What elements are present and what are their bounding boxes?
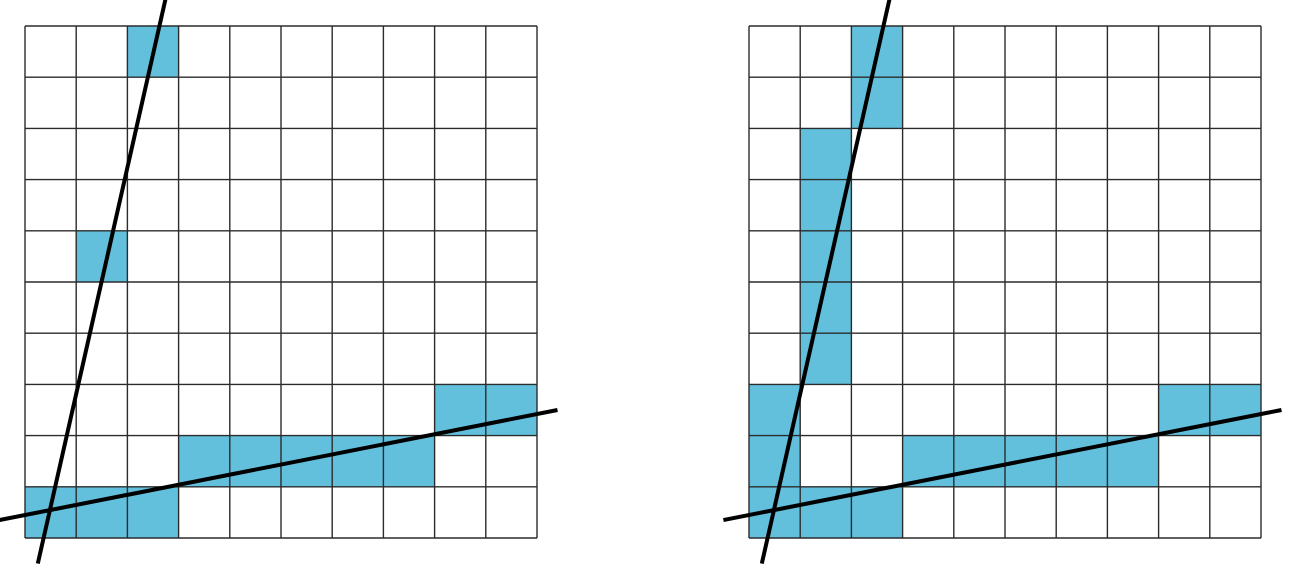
left-grid-panel (0, 0, 558, 565)
filled-cell (229, 435, 281, 487)
shallow-line (723, 408, 1282, 523)
filled-cell (332, 435, 384, 487)
filled-cell (1209, 384, 1261, 436)
filled-cell (953, 435, 1005, 487)
filled-cell (851, 77, 903, 129)
shallow-line (0, 408, 558, 523)
filled-cell (485, 384, 537, 436)
filled-cell (749, 435, 801, 487)
filled-cell (851, 486, 903, 538)
filled-cell (800, 128, 852, 180)
steep-line (35, 0, 168, 565)
steep-line (759, 0, 892, 565)
filled-cell (127, 486, 179, 538)
right-grid-panel (723, 0, 1282, 565)
filled-cell (800, 282, 852, 334)
filled-cell (1056, 435, 1108, 487)
